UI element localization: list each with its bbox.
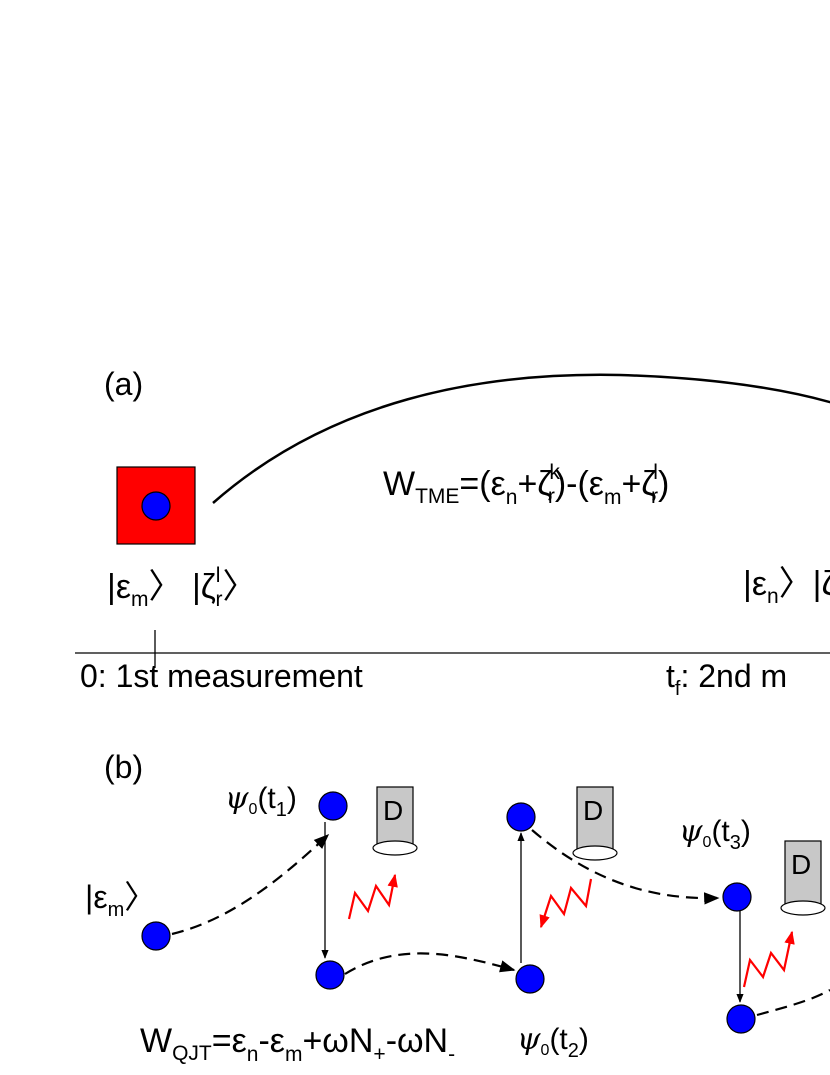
electron-after-jump-2 — [506, 802, 536, 832]
trajectory-3 — [531, 829, 720, 905]
time-end-label: tf: 2nd m — [666, 658, 787, 700]
photon-2 — [539, 878, 593, 929]
electron-b-start — [141, 921, 171, 951]
trajectory-2 — [344, 952, 516, 975]
trajectory-4 — [756, 989, 830, 1017]
electron-t1 — [318, 791, 348, 821]
detector-1: D — [372, 786, 418, 856]
trajectory-1 — [171, 833, 330, 936]
detector-2: D — [572, 786, 618, 861]
state-final-a: |εn〉|ζ — [743, 565, 830, 608]
electron-after-jump-1 — [315, 960, 345, 990]
psi-t1-label: ψ0(t1) — [225, 781, 297, 821]
state-initial-b: |εm〉 — [85, 879, 156, 921]
electron-t3 — [722, 882, 752, 912]
electron-a — [141, 491, 171, 521]
electron-t2 — [515, 964, 545, 994]
evolution-arc — [212, 373, 830, 504]
psi-t3-label: ψ0(t3) — [679, 814, 751, 854]
detector-3: D — [780, 840, 826, 916]
photon-1 — [347, 873, 398, 920]
detector-2-label: D — [583, 795, 603, 826]
psi-t2-label: ψ0(t2) — [517, 1022, 589, 1062]
time-start-label: 0: 1st measurement — [80, 658, 363, 694]
panel-a-label: (a) — [104, 366, 143, 402]
detector-3-label: D — [791, 849, 811, 880]
panel-b-label: (b) — [104, 749, 143, 785]
electron-after-jump-3 — [726, 1004, 756, 1034]
w-qjt-formula: WQJT=εn-εm+ωN+-ωN- — [140, 1022, 455, 1066]
detector-1-label: D — [383, 795, 403, 826]
photon-3 — [742, 930, 795, 988]
